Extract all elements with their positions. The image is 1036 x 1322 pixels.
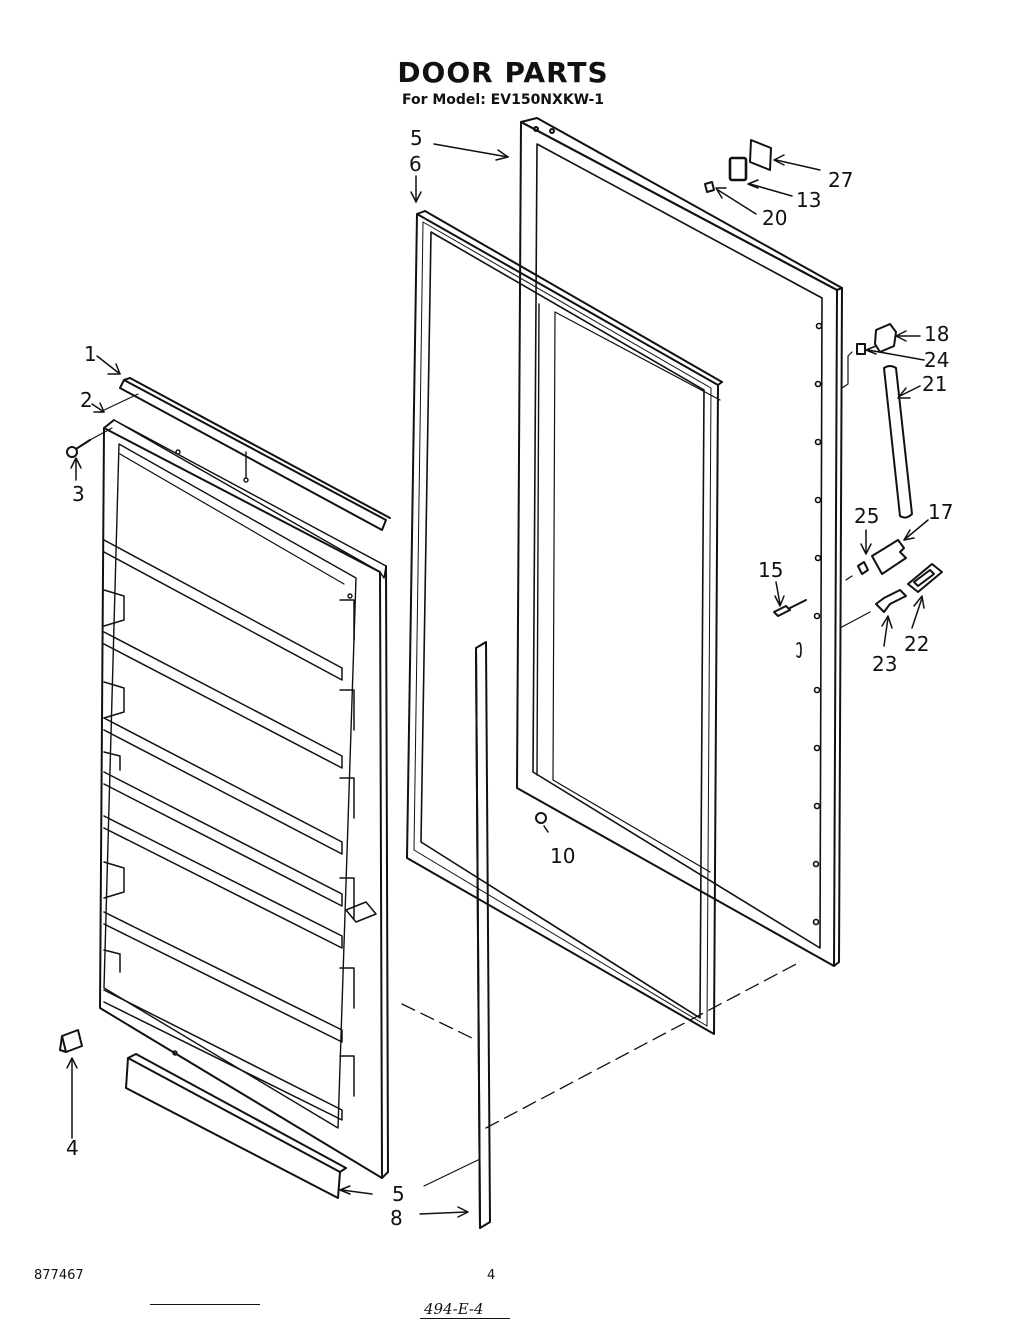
bottom-strip [125,1053,347,1199]
footer-rule [150,1304,260,1305]
vertical-strip [475,641,491,1229]
parts-18-24 [841,323,897,389]
callout-23: 23 [872,652,898,676]
callout-27: 27 [828,168,854,192]
model-subtitle: For Model: EV150NXKW-1 [401,92,605,108]
outer-door-frame [516,117,843,967]
callout-24: 24 [924,348,950,372]
top-strip [119,377,391,531]
callout-21: 21 [922,372,948,396]
callout-6: 5 [410,126,423,150]
parts-22-23 [839,563,943,629]
callout-4: 4 [66,1136,79,1160]
part-code: 877467 [34,1268,84,1283]
callout-8: 8 [390,1206,403,1230]
parts-27-13-20 [704,139,772,193]
inner-door-liner [99,419,389,1179]
screw-15 [773,599,807,617]
callout-25: 25 [854,504,880,528]
clip-4 [59,1029,83,1053]
handwritten-underline [420,1318,510,1319]
screw-3 [66,427,113,458]
handle-strap-21 [883,365,913,519]
handwritten-note: 494-E-4 [424,1300,484,1318]
callout-15: 15 [758,558,784,582]
door-gasket [406,210,723,1035]
callout-22: 22 [904,632,930,656]
callout-1: 1 [84,342,97,366]
leader-lines [66,143,929,1218]
callout-7: 6 [409,152,422,176]
callout-10: 10 [550,844,576,868]
callout-20: 20 [762,206,788,230]
callout-5: 5 [392,1182,405,1206]
callout-3: 3 [72,482,85,506]
callout-2: 2 [80,388,93,412]
assembly-lines [401,961,801,1129]
callout-18: 18 [924,322,950,346]
diagram-title: DOOR PARTS [397,56,609,89]
parts-25-17 [845,539,907,581]
callout-13: 13 [796,188,822,212]
callout-17: 17 [928,500,954,524]
page-number: 4 [487,1268,496,1283]
